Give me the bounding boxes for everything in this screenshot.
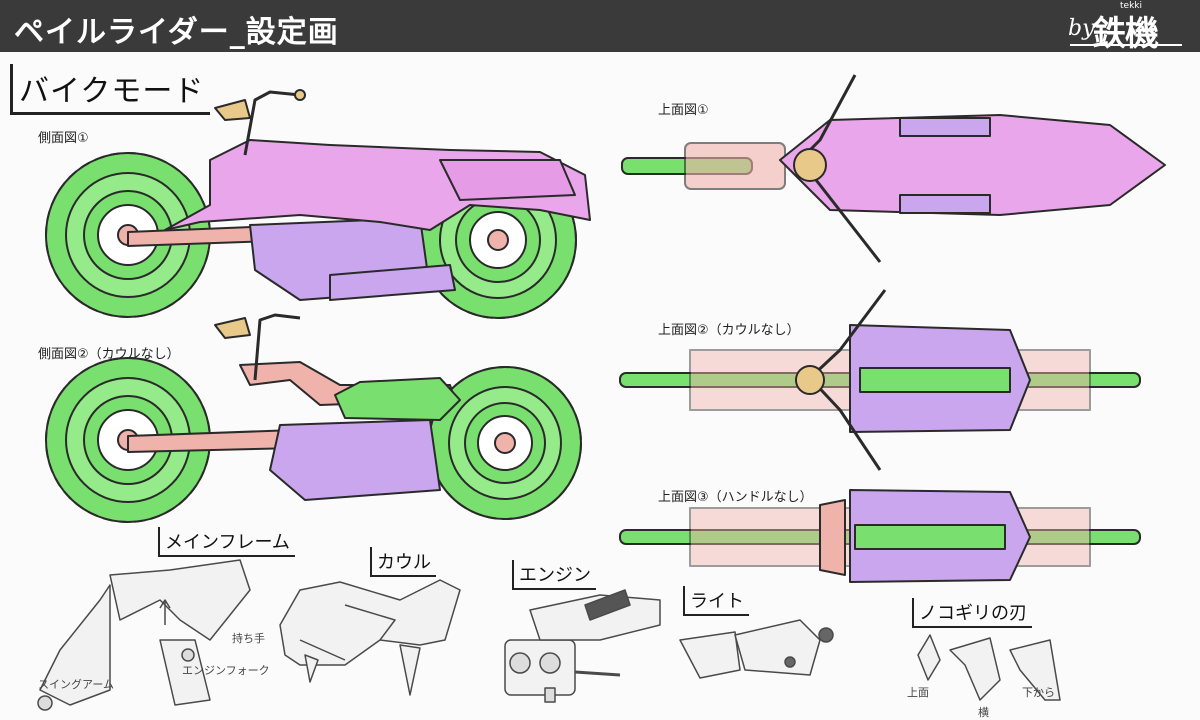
sketch-main-frame bbox=[37, 559, 251, 711]
note-swing-arm: スイングアーム bbox=[38, 678, 115, 691]
top-view-1 bbox=[621, 74, 1166, 263]
signature-by: by bbox=[1068, 16, 1095, 41]
top-view-2 bbox=[619, 289, 1141, 471]
note-engine-fork: エンジンフォーク bbox=[182, 664, 270, 677]
note-grip: 持ち手 bbox=[232, 632, 265, 645]
page-title: ペイルライダー_設定画 bbox=[14, 15, 339, 50]
side-view-2 bbox=[45, 313, 582, 523]
label-saw-blade: ノコギリの刃 bbox=[912, 598, 1032, 628]
label-side-view-2: 側面図②（カウルなし） bbox=[38, 347, 180, 362]
top-view-3 bbox=[619, 489, 1141, 583]
label-top-view-1: 上面図① bbox=[658, 103, 709, 118]
header-bar: ペイルライダー_設定画 by tekki 鉄機 bbox=[0, 0, 1200, 54]
note-side-view: 横 bbox=[978, 706, 989, 719]
mode-label: バイクモード bbox=[10, 64, 211, 115]
note-top-view: 上面 bbox=[907, 686, 929, 699]
label-side-view-1: 側面図① bbox=[38, 131, 89, 146]
artist-signature: by tekki 鉄機 bbox=[1068, 1, 1186, 54]
label-cowl: カウル bbox=[370, 547, 436, 577]
sketch-light bbox=[679, 619, 834, 679]
label-engine: エンジン bbox=[512, 560, 596, 590]
signature-underline bbox=[1070, 44, 1182, 46]
label-light: ライト bbox=[683, 586, 749, 616]
label-top-view-2: 上面図②（カウルなし） bbox=[658, 323, 800, 338]
label-main-frame: メインフレーム bbox=[158, 527, 295, 557]
sketch-saw-blade bbox=[917, 634, 1061, 701]
note-from-below: 下から bbox=[1022, 686, 1055, 699]
signature-name: 鉄機 bbox=[1092, 14, 1159, 54]
label-top-view-3: 上面図③（ハンドルなし） bbox=[658, 490, 813, 505]
sketch-engine bbox=[504, 589, 661, 703]
side-view-1 bbox=[45, 89, 591, 319]
side2-front-wheel bbox=[428, 366, 582, 520]
sketch-cowl bbox=[279, 579, 461, 696]
signature-romaji: tekki bbox=[1120, 1, 1142, 11]
